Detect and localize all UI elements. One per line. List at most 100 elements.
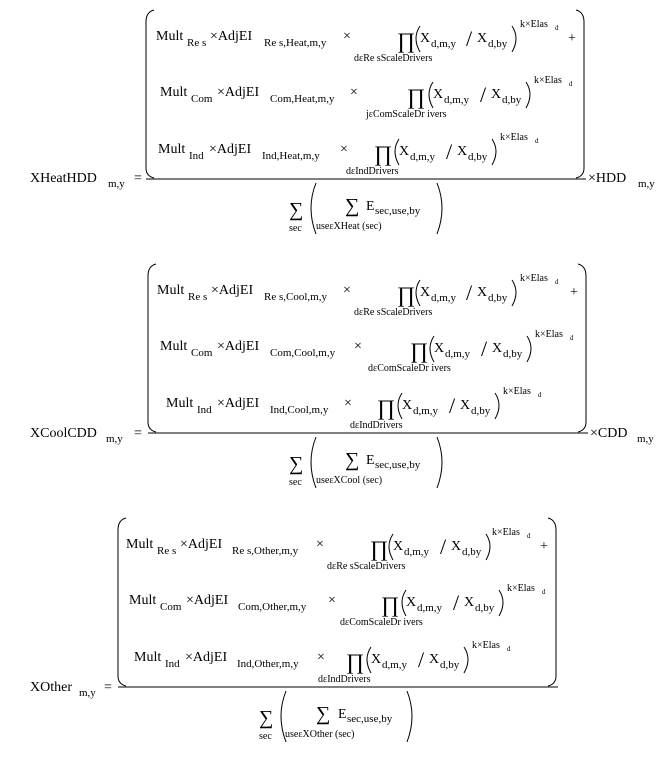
product-symbol: ∏ <box>346 649 364 674</box>
ratio-right-paren <box>498 589 504 617</box>
ratio-left-paren <box>394 138 400 166</box>
lhs-subscript: m,y <box>108 178 125 190</box>
sum-symbol: ∑ <box>259 707 273 729</box>
times-symbol: × <box>343 283 351 298</box>
lhs-variable: XOther <box>30 680 72 695</box>
times-symbol: × <box>344 396 352 411</box>
ratio-right-paren <box>463 646 469 674</box>
product-symbol: ∏ <box>374 141 392 166</box>
times-symbol: × <box>316 537 324 552</box>
x-numerator-subscript: d,m,y <box>417 602 443 614</box>
adjei-subscript: Ind,Cool,m,y <box>270 404 329 416</box>
numerator-row-res: Mult Re s ×AdjEI Re s,Heat,m,y × ∏ dεRe … <box>156 19 576 64</box>
ratio-left-paren <box>415 279 421 307</box>
adjei-label: ×AdjEI <box>217 339 259 354</box>
adjei-subscript: Re s,Other,m,y <box>232 545 299 557</box>
rhs-subscript: m,y <box>637 433 654 445</box>
denominator-right-paren <box>406 690 413 743</box>
x-symbol: X <box>451 539 461 554</box>
x-denominator-subscript: d,by <box>462 546 482 558</box>
x-denominator-subscript: d,by <box>503 348 523 360</box>
x-numerator-subscript: d,m,y <box>382 659 408 671</box>
x-symbol: X <box>371 652 381 667</box>
product-set: dεRe sScaleDrivers <box>327 561 405 572</box>
adjei-subscript: Ind,Heat,m,y <box>262 150 320 162</box>
ratio-right-paren <box>491 138 497 166</box>
slash-symbol: / <box>440 534 447 559</box>
product-symbol: ∏ <box>377 395 395 420</box>
energy-subscript: sec,use,by <box>375 459 421 471</box>
plus-symbol: + <box>570 285 578 300</box>
sum-symbol: ∑ <box>289 453 303 475</box>
sector-subscript: Re s <box>157 545 176 557</box>
x-symbol: X <box>420 31 430 46</box>
elasticity-exponent: k×Elas <box>500 132 528 143</box>
elasticity-exponent-subscript: d <box>535 137 539 145</box>
product-set: jεComScaleDr ivers <box>365 109 447 120</box>
ratio-left-paren <box>415 25 421 53</box>
elasticity-exponent: k×Elas <box>535 329 563 340</box>
adjei-label: ×AdjEI <box>209 142 251 157</box>
numerator-right-paren <box>547 517 557 687</box>
slash-symbol: / <box>480 82 487 107</box>
numerator-left-paren <box>145 9 155 179</box>
denominator-left-paren <box>280 690 287 743</box>
adjei-label: ×AdjEI <box>185 650 227 665</box>
x-numerator-subscript: d,m,y <box>410 151 436 163</box>
rhs-multiplier: ×CDD <box>590 426 627 441</box>
numerator-right-paren <box>575 9 585 179</box>
product-set: dεIndDrivers <box>318 674 371 685</box>
mult-label: Mult <box>134 650 161 665</box>
x-numerator-subscript: d,m,y <box>444 94 470 106</box>
equation-other: Mult Re s ×AdjEI Re s,Other,m,y × ∏ dεRe… <box>30 517 558 743</box>
equals-symbol: = <box>134 171 142 186</box>
sum-symbol: ∑ <box>345 195 359 217</box>
sector-subscript: Ind <box>189 150 204 162</box>
mult-label: Mult <box>156 29 183 44</box>
elasticity-exponent-subscript: d <box>569 80 573 88</box>
x-symbol: X <box>477 31 487 46</box>
equals-symbol: = <box>104 680 112 695</box>
elasticity-exponent-subscript: d <box>527 532 531 540</box>
ratio-left-paren <box>428 81 434 109</box>
x-symbol: X <box>492 341 502 356</box>
equals-symbol: = <box>134 426 142 441</box>
equation-heat: Mult Re s ×AdjEI Re s,Heat,m,y × ∏ dεRe … <box>30 9 655 235</box>
slash-symbol: / <box>481 336 488 361</box>
lhs-variable: XHeatHDD <box>30 171 97 186</box>
numerator-row-ind: Mult Ind ×AdjEI Ind,Heat,m,y × ∏ dεIndDr… <box>158 132 539 177</box>
product-symbol: ∏ <box>397 282 415 307</box>
product-symbol: ∏ <box>370 536 388 561</box>
mult-label: Mult <box>157 283 184 298</box>
denominator-left-paren <box>310 182 317 235</box>
product-symbol: ∏ <box>407 84 425 109</box>
denominator: ∑ sec ∑ useεXCool (sec) E sec,use,by <box>289 436 443 489</box>
ratio-right-paren <box>511 279 517 307</box>
numerator-left-paren <box>147 263 157 433</box>
slash-symbol: / <box>418 647 425 672</box>
x-denominator-subscript: d,by <box>471 405 491 417</box>
adjei-label: ×AdjEI <box>186 593 228 608</box>
x-symbol: X <box>402 398 412 413</box>
sector-subscript: Ind <box>197 404 212 416</box>
x-numerator-subscript: d,m,y <box>413 405 439 417</box>
times-symbol: × <box>317 650 325 665</box>
x-denominator-subscript: d,by <box>475 602 495 614</box>
x-numerator-subscript: d,m,y <box>404 546 430 558</box>
inner-sum-index: useεXOther (sec) <box>285 729 354 740</box>
product-symbol: ∏ <box>381 592 399 617</box>
product-set: dεRe sScaleDrivers <box>354 53 432 64</box>
ratio-left-paren <box>401 589 407 617</box>
lhs-variable: XCoolCDD <box>30 426 97 441</box>
elasticity-exponent: k×Elas <box>507 583 535 594</box>
mult-label: Mult <box>160 339 187 354</box>
inner-sum-index: useεXCool (sec) <box>316 475 382 486</box>
x-symbol: X <box>457 144 467 159</box>
times-symbol: × <box>340 142 348 157</box>
mult-label: Mult <box>129 593 156 608</box>
rhs-multiplier: ×HDD <box>588 171 626 186</box>
x-symbol: X <box>420 285 430 300</box>
energy-subscript: sec,use,by <box>375 205 421 217</box>
x-numerator-subscript: d,m,y <box>431 292 457 304</box>
elasticity-exponent: k×Elas <box>520 273 548 284</box>
